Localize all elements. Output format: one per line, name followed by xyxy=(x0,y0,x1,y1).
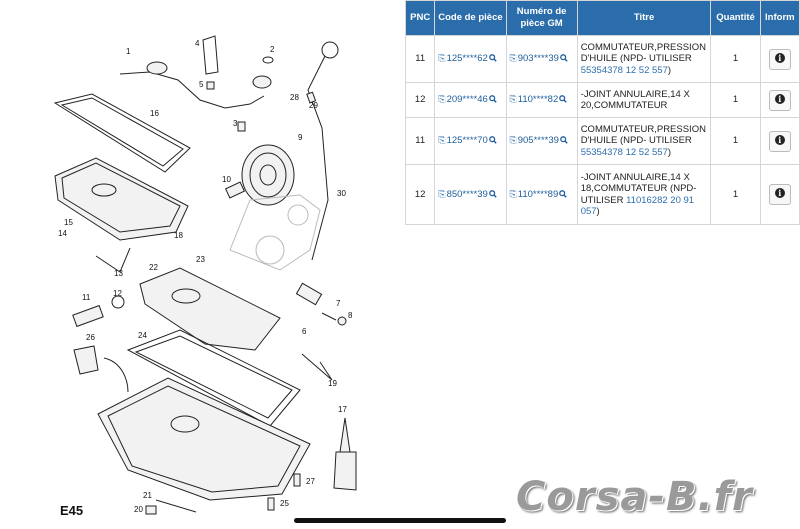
diagram-code: E45 xyxy=(60,503,84,518)
search-icon[interactable] xyxy=(488,95,497,103)
cell-quantity: 1 xyxy=(710,82,761,118)
table-row: 12 ⎘209****46 ⎘110****82 -JOINT ANNULAIR… xyxy=(404,82,800,118)
search-icon[interactable] xyxy=(488,136,497,144)
svg-text:9: 9 xyxy=(298,133,303,142)
svg-text:27: 27 xyxy=(306,477,315,486)
svg-text:29: 29 xyxy=(309,101,318,110)
col-part-code[interactable]: Code de pièce xyxy=(434,0,507,36)
info-button[interactable]: i xyxy=(768,184,791,205)
replacement-ref-link[interactable]: 11016282 20 91 057 xyxy=(580,194,695,218)
cell-quantity: 1 xyxy=(710,35,761,83)
svg-text:26: 26 xyxy=(86,333,95,342)
cell-quantity: 1 xyxy=(710,164,761,225)
svg-text:5: 5 xyxy=(199,80,204,89)
search-icon[interactable] xyxy=(488,54,497,62)
part-copy-icon[interactable]: ⎘ xyxy=(509,94,517,105)
part-copy-icon[interactable]: ⎘ xyxy=(438,135,446,146)
cell-info: i xyxy=(759,117,800,165)
info-icon: i xyxy=(774,134,785,145)
parts-table: PNC Code de pièce Numéro de pièce GM Tit… xyxy=(404,0,800,225)
part-copy-icon[interactable]: ⎘ xyxy=(438,188,446,199)
cell-gm-number[interactable]: ⎘110****82 xyxy=(505,82,578,118)
info-button[interactable]: i xyxy=(768,48,791,70)
col-info[interactable]: Inform xyxy=(759,0,800,36)
svg-text:12: 12 xyxy=(113,289,122,298)
cell-info: i xyxy=(759,164,800,225)
svg-text:22: 22 xyxy=(149,263,158,272)
svg-text:20: 20 xyxy=(134,505,143,514)
diagram-drawing: 1 2 3 4 5 6 7 8 9 10 11 12 13 14 15 16 1… xyxy=(53,35,357,515)
info-icon: i xyxy=(774,93,785,104)
col-gm-number[interactable]: Numéro de pièce GM xyxy=(505,0,578,36)
svg-text:4: 4 xyxy=(195,39,200,48)
svg-text:2: 2 xyxy=(270,45,275,54)
search-icon[interactable] xyxy=(488,189,497,198)
cell-gm-number[interactable]: ⎘110****89 xyxy=(505,164,578,225)
info-icon: i xyxy=(774,188,785,198)
cell-gm-number[interactable]: ⎘905****39 xyxy=(505,117,578,165)
info-button[interactable]: i xyxy=(768,89,791,111)
cell-gm-number[interactable]: ⎘903****39 xyxy=(505,35,578,83)
table-row: 11 ⎘125****62 ⎘903****39 COMMUTATEUR,PRE… xyxy=(404,35,800,83)
cell-pnc: 12 xyxy=(404,164,436,225)
cell-title: COMMUTATEUR,PRESSION D'HUILE (NPD- UTILI… xyxy=(576,117,712,165)
cell-part-code[interactable]: ⎘125****62 xyxy=(434,35,507,83)
cell-title: -JOINT ANNULAIRE,14 X 18,COMMUTATEUR (NP… xyxy=(576,164,712,225)
svg-text:28: 28 xyxy=(290,93,299,102)
cell-quantity: 1 xyxy=(710,117,761,165)
cell-title: COMMUTATEUR,PRESSION D'HUILE (NPD- UTILI… xyxy=(576,35,712,83)
svg-text:14: 14 xyxy=(58,229,67,238)
home-indicator[interactable] xyxy=(294,518,506,523)
search-icon[interactable] xyxy=(560,54,568,62)
svg-text:7: 7 xyxy=(336,299,341,308)
info-button[interactable]: i xyxy=(768,130,791,152)
search-icon[interactable] xyxy=(559,95,567,103)
search-icon[interactable] xyxy=(560,136,568,144)
svg-text:18: 18 xyxy=(174,231,183,240)
svg-text:15: 15 xyxy=(64,218,73,227)
cell-info: i xyxy=(759,82,800,118)
diagram-callouts: 1 2 3 4 5 6 7 8 9 10 11 12 13 14 15 16 1… xyxy=(58,39,353,514)
svg-text:8: 8 xyxy=(348,311,353,320)
svg-text:21: 21 xyxy=(143,491,152,500)
part-copy-icon[interactable]: ⎘ xyxy=(438,94,446,105)
exploded-parts-diagram: 1 2 3 4 5 6 7 8 9 10 11 12 13 14 15 16 1… xyxy=(53,35,357,518)
svg-text:3: 3 xyxy=(233,119,238,128)
cell-pnc: 12 xyxy=(404,82,436,118)
svg-text:11: 11 xyxy=(82,293,91,302)
cell-part-code[interactable]: ⎘850****39 xyxy=(434,164,507,225)
part-copy-icon[interactable]: ⎘ xyxy=(509,188,517,199)
part-copy-icon[interactable]: ⎘ xyxy=(509,135,517,146)
table-row: 12 ⎘850****39 ⎘110****89 -JOINT ANNULAIR… xyxy=(404,164,800,225)
svg-text:1: 1 xyxy=(126,47,131,56)
cell-part-code[interactable]: ⎘125****70 xyxy=(434,117,507,165)
col-quantity[interactable]: Quantité xyxy=(710,0,761,36)
table-row: 11 ⎘125****70 ⎘905****39 COMMUTATEUR,PRE… xyxy=(404,117,800,165)
col-title[interactable]: Titre xyxy=(576,0,712,36)
cell-pnc: 11 xyxy=(404,117,436,165)
info-icon: i xyxy=(774,52,785,63)
replacement-ref-link[interactable]: 55354378 12 52 557 xyxy=(580,146,668,158)
svg-text:10: 10 xyxy=(222,175,231,184)
part-copy-icon[interactable]: ⎘ xyxy=(438,53,446,64)
svg-text:6: 6 xyxy=(302,327,307,336)
svg-text:23: 23 xyxy=(196,255,205,264)
cell-pnc: 11 xyxy=(404,35,436,83)
cell-info: i xyxy=(759,35,800,83)
svg-text:13: 13 xyxy=(114,269,123,278)
svg-text:19: 19 xyxy=(328,379,337,388)
col-pnc[interactable]: PNC xyxy=(404,0,436,36)
cell-part-code[interactable]: ⎘209****46 xyxy=(434,82,507,118)
svg-text:16: 16 xyxy=(150,109,159,118)
table-header-row: PNC Code de pièce Numéro de pièce GM Tit… xyxy=(404,0,800,36)
search-icon[interactable] xyxy=(559,189,567,198)
site-watermark: Corsa-B.fr xyxy=(516,474,753,520)
svg-text:17: 17 xyxy=(338,405,347,414)
svg-text:24: 24 xyxy=(138,331,147,340)
cell-title: -JOINT ANNULAIRE,14 X 20,COMMUTATEUR xyxy=(576,82,712,118)
replacement-ref-link[interactable]: 55354378 12 52 557 xyxy=(580,64,668,76)
part-copy-icon[interactable]: ⎘ xyxy=(509,53,517,64)
svg-text:25: 25 xyxy=(280,499,289,508)
svg-text:30: 30 xyxy=(337,189,346,198)
